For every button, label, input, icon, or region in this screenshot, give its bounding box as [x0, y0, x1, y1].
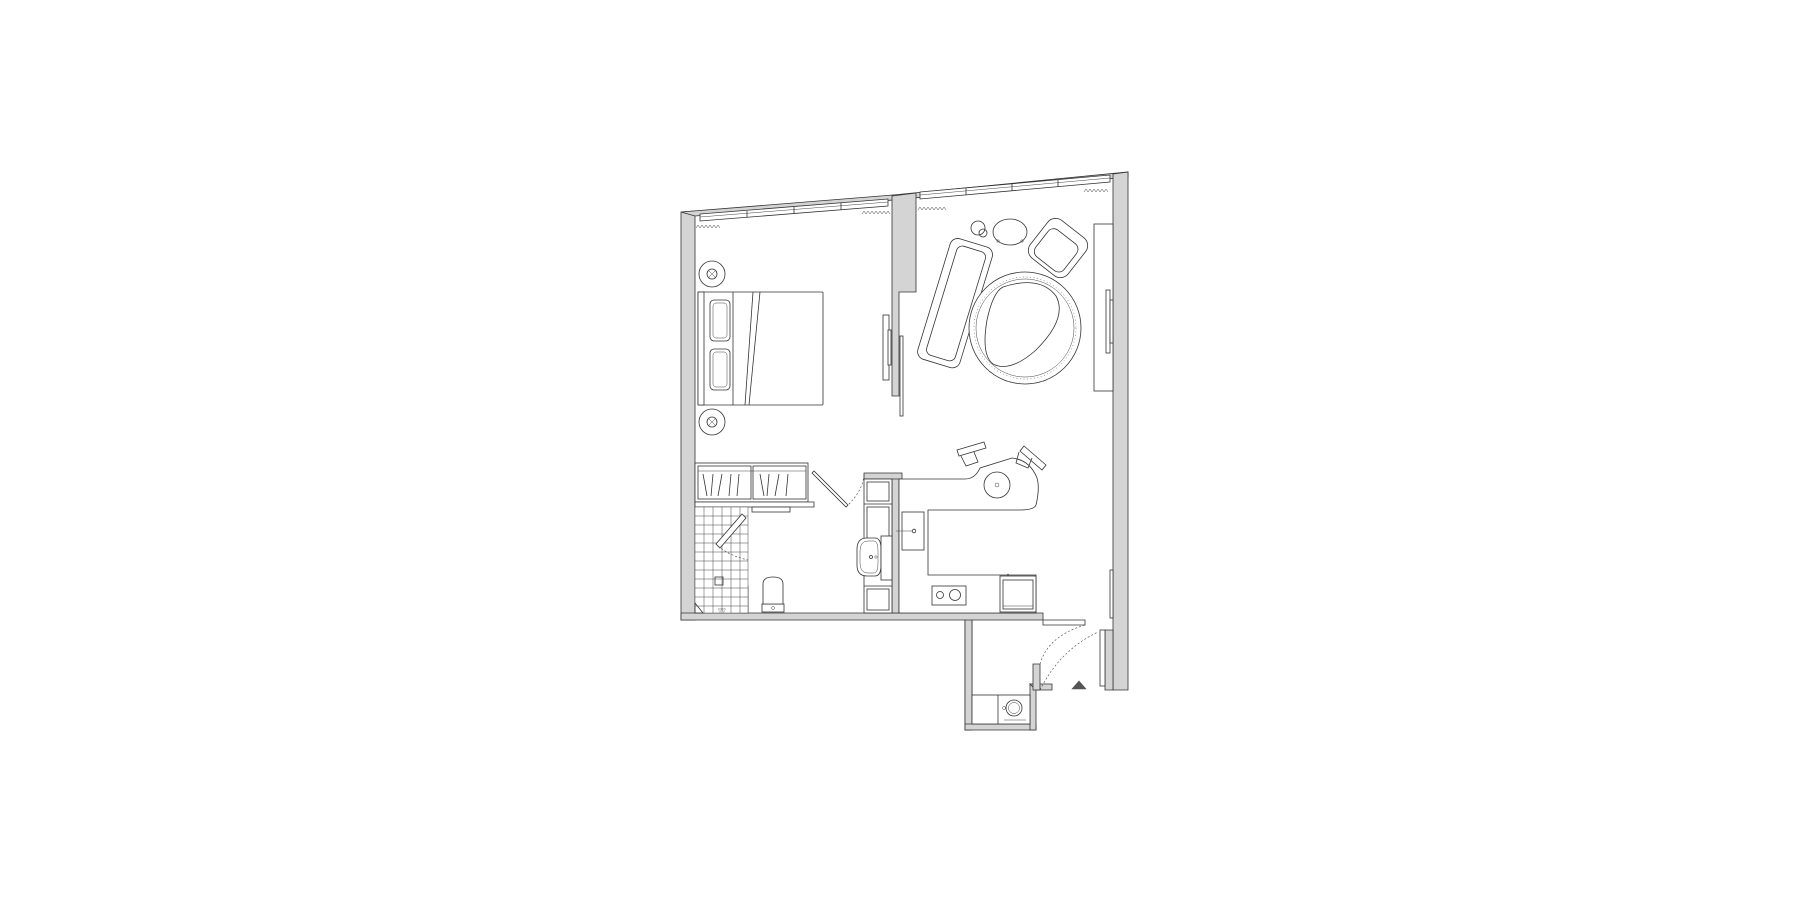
armchair: [1027, 217, 1089, 279]
closet-panel: [1109, 569, 1114, 619]
bedroom-living-partition: [891, 192, 917, 397]
left-wall: [680, 210, 696, 621]
kitchen-tap-icon: [911, 528, 917, 534]
right-wall-bottom: [1104, 629, 1114, 691]
bathroom: ▽▽: [694, 506, 791, 614]
window-mullions: [746, 180, 1059, 217]
entrance-door: [1042, 619, 1086, 626]
hob: [931, 585, 967, 606]
entry-stub-wall: [1032, 663, 1041, 691]
lamp-top-icon: [706, 268, 718, 280]
bar-stool-left: [956, 441, 987, 467]
bar-table: [983, 471, 1011, 499]
bath-hall-wall-top: [863, 472, 903, 480]
utility-west-wall: [964, 619, 973, 731]
toilet-tank: [761, 603, 785, 613]
hob-burner-large-icon: [949, 589, 961, 601]
utility-south-wall: [964, 723, 1037, 731]
kitchen-counter: [898, 457, 1039, 614]
shower-door: [715, 513, 747, 549]
pillow-bottom: [709, 348, 731, 391]
entrance-door-leaf: [1099, 629, 1106, 687]
shower-drain: [714, 576, 724, 586]
wardrobe: [694, 462, 815, 508]
hall-door-bedroom: [811, 470, 849, 508]
hallway: [811, 470, 893, 614]
tv-screen: [1105, 289, 1111, 354]
entrance: [1039, 569, 1114, 691]
hob-burner-small-icon: [936, 591, 944, 599]
windows: [695, 174, 1111, 229]
entrance-arrow-icon: [1071, 680, 1087, 690]
radiator-mid: [861, 210, 891, 215]
sliding-door: [899, 335, 904, 417]
bath-cabinet: [751, 506, 791, 513]
bar-stool-right: [1015, 445, 1047, 471]
shower-corner-seat: [694, 601, 704, 614]
radiator-right: [1083, 188, 1109, 193]
bedroom: [697, 260, 904, 436]
window-right: [919, 174, 1111, 200]
toilet-bowl: [762, 576, 784, 605]
floor-lamp-icon: [970, 220, 986, 236]
entrance-door-swing: [1039, 624, 1086, 665]
lamp-bottom-icon: [706, 416, 718, 428]
kitchen: [896, 441, 1047, 614]
hall-partition: [891, 475, 900, 614]
radiator-left: [695, 224, 721, 229]
oven: [999, 575, 1037, 613]
right-wall: [1112, 171, 1129, 691]
radiator-living: [917, 206, 947, 211]
utility-room: [971, 694, 1031, 725]
utility-east-wall: [1029, 683, 1037, 731]
pillow-top: [709, 299, 731, 342]
area-rug-fringe: [973, 276, 1077, 380]
washing-machine-drum-icon: [1005, 699, 1023, 717]
utility-door-swing: [1039, 631, 1099, 691]
living-room: [917, 217, 1114, 392]
side-table: [992, 218, 1028, 246]
sink-tap-icon: [869, 555, 873, 559]
shower-tray-mark: ▽▽: [718, 608, 726, 614]
coffee-table: [984, 282, 1060, 367]
utility-shelf: [971, 694, 1031, 725]
bed-headboard: [697, 291, 705, 406]
